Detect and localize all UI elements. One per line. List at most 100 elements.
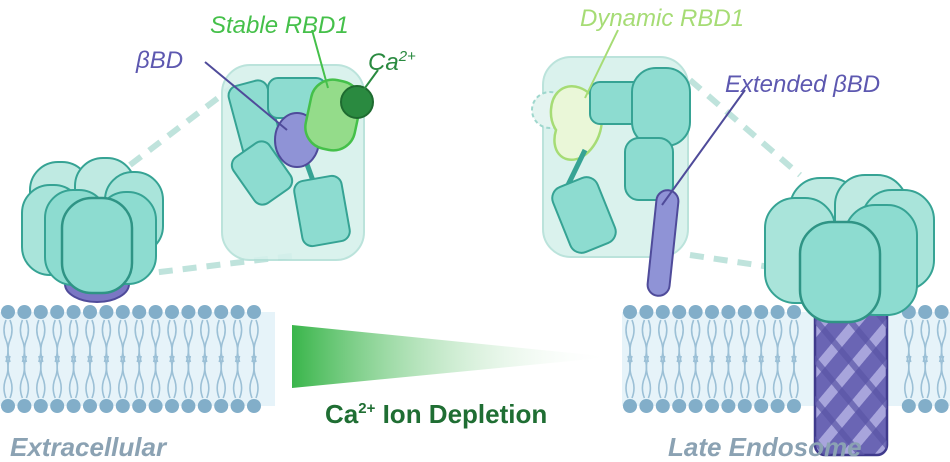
lipid-tail bbox=[694, 319, 701, 363]
lipid-tail bbox=[711, 319, 717, 363]
extended-beta-bd-label: Extended βBD bbox=[725, 71, 880, 98]
lipid-tail bbox=[253, 319, 259, 363]
stable-rbd1-label: Stable RBD1 bbox=[210, 12, 349, 39]
lipid-head bbox=[770, 399, 785, 413]
lipid-tail bbox=[908, 319, 914, 363]
lipid-head bbox=[165, 399, 179, 413]
lipid-head bbox=[639, 399, 654, 413]
lipid-tail bbox=[236, 319, 243, 363]
lipid-head bbox=[623, 399, 637, 413]
lipid-head bbox=[737, 305, 752, 319]
lipid-head bbox=[214, 305, 229, 319]
left-zoom-lines bbox=[128, 82, 301, 278]
lipid-head bbox=[655, 399, 670, 413]
lipid-head bbox=[672, 399, 687, 413]
lipid-tail bbox=[645, 319, 652, 363]
lipid-head bbox=[181, 399, 196, 413]
lipid-tail bbox=[105, 355, 112, 399]
lipid-head bbox=[181, 305, 196, 319]
left-zoom-box bbox=[204, 29, 379, 261]
lipid-tail bbox=[56, 319, 62, 363]
beta-bd-label: βBD bbox=[135, 47, 183, 74]
calcium-ion bbox=[340, 85, 374, 119]
lipid-head bbox=[230, 305, 245, 319]
lipid-head bbox=[721, 399, 736, 413]
lipid-tail bbox=[23, 355, 30, 399]
lipid-head bbox=[115, 305, 130, 319]
lipid-head bbox=[17, 305, 32, 319]
lipid-head bbox=[197, 399, 212, 413]
lipid-tail bbox=[776, 355, 783, 399]
lipid-head bbox=[754, 399, 769, 413]
lipid-tail bbox=[940, 319, 947, 363]
lipid-head bbox=[688, 305, 703, 319]
lipid-head bbox=[33, 305, 48, 319]
lipid-tail bbox=[40, 355, 46, 399]
lipid-tail bbox=[89, 319, 95, 363]
lipid-tail bbox=[204, 319, 210, 363]
lipid-tail bbox=[220, 355, 226, 399]
lipid-head bbox=[230, 399, 245, 413]
lipid-head bbox=[787, 399, 801, 413]
lipid-tail bbox=[793, 319, 799, 363]
lipid-tail bbox=[908, 355, 914, 399]
lipid-head bbox=[17, 399, 32, 413]
late-endosome-label: Late Endosome bbox=[668, 432, 862, 462]
lipid-head bbox=[66, 399, 81, 413]
calcium-depletion-label: Ca2+ Ion Depletion bbox=[325, 399, 547, 429]
lipid-head bbox=[754, 305, 769, 319]
right-membrane bbox=[622, 305, 950, 413]
lipid-head bbox=[214, 399, 229, 413]
lipid-head bbox=[737, 399, 752, 413]
lipid-head bbox=[787, 305, 801, 319]
lipid-tail bbox=[204, 355, 210, 399]
lipid-tail bbox=[187, 319, 194, 363]
lipid-head bbox=[918, 399, 933, 413]
lipid-tail bbox=[744, 319, 750, 363]
lipid-tail bbox=[678, 355, 684, 399]
lipid-head bbox=[99, 305, 114, 319]
lipid-head bbox=[50, 305, 65, 319]
lipid-tail bbox=[138, 355, 144, 399]
lipid-tail bbox=[924, 319, 930, 363]
lipid-head bbox=[901, 399, 916, 413]
lipid-tail bbox=[122, 319, 128, 363]
extended-beta-bd-domain bbox=[646, 189, 680, 297]
lipid-tail bbox=[7, 355, 13, 399]
calcium-label: Ca2+ bbox=[368, 48, 416, 76]
lipid-tail bbox=[154, 319, 161, 363]
lipid-tail bbox=[89, 355, 95, 399]
lipid-head bbox=[50, 399, 65, 413]
lipid-head bbox=[655, 305, 670, 319]
lipid-head bbox=[83, 305, 97, 319]
lipid-head bbox=[148, 305, 163, 319]
lipid-head bbox=[1, 305, 15, 319]
lipid-tail bbox=[645, 355, 652, 399]
lipid-head bbox=[1, 399, 15, 413]
lipid-head bbox=[132, 305, 147, 319]
lipid-tail bbox=[662, 319, 668, 363]
lipid-head bbox=[165, 305, 179, 319]
lipid-tail bbox=[236, 355, 243, 399]
lipid-head bbox=[705, 305, 719, 319]
lipid-head bbox=[247, 305, 261, 319]
lipid-tail bbox=[187, 355, 194, 399]
lipid-head bbox=[33, 399, 48, 413]
lipid-tail bbox=[727, 319, 734, 363]
lipid-tail bbox=[694, 355, 701, 399]
dynamic-rbd1-label: Dynamic RBD1 bbox=[580, 5, 744, 32]
lipid-tail bbox=[171, 319, 177, 363]
lipid-head bbox=[721, 305, 736, 319]
lipid-tail bbox=[72, 355, 79, 399]
depletion-gradient-arrow bbox=[292, 325, 612, 388]
lipid-head bbox=[99, 399, 114, 413]
lipid-tail bbox=[122, 355, 128, 399]
lipid-head bbox=[705, 399, 719, 413]
lipid-tail bbox=[138, 319, 144, 363]
lipid-tail bbox=[23, 319, 30, 363]
lipid-head bbox=[934, 399, 949, 413]
lipid-tail bbox=[940, 355, 947, 399]
lipid-tail bbox=[154, 355, 161, 399]
right-zoom-box bbox=[531, 29, 746, 297]
